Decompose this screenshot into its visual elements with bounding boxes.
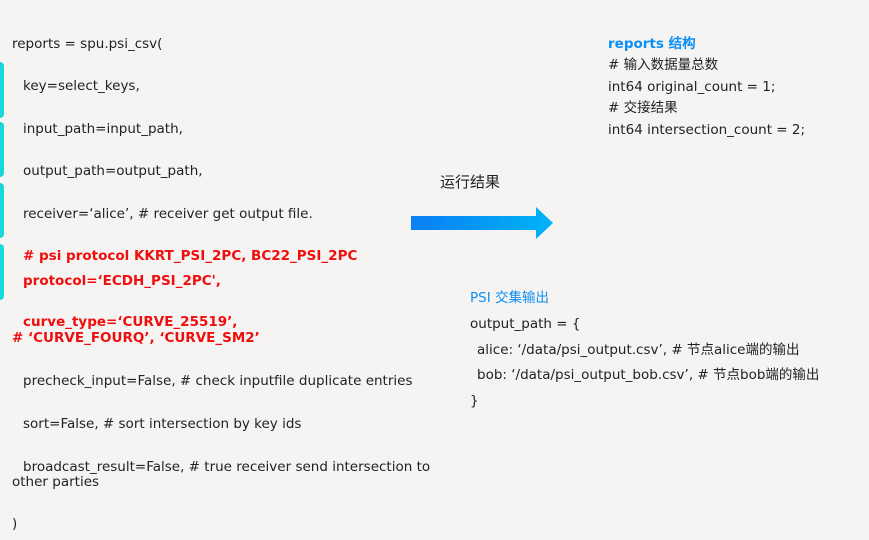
code-line: ) — [12, 516, 18, 532]
reports-line: # 输入数据量总数 — [608, 57, 719, 73]
psi-output-title: PSI 交集输出 — [470, 290, 549, 306]
psi-output-line: bob: ‘/data/psi_output_bob.csv’, # 节点bob… — [477, 367, 820, 383]
code-line: input_path=input_path, — [23, 121, 183, 137]
left-marker — [0, 244, 4, 300]
code-line: key=select_keys, — [23, 78, 140, 94]
reports-line: # 交接结果 — [608, 100, 678, 116]
left-marker — [0, 62, 4, 118]
reports-line: int64 original_count = 1; — [608, 79, 776, 95]
code-line: # psi protocol KKRT_PSI_2PC, BC22_PSI_2P… — [23, 248, 358, 264]
psi-output-line: output_path = { — [470, 316, 581, 332]
reports-title: reports 结构 — [608, 36, 696, 52]
arrow-right-icon — [411, 207, 553, 239]
code-line: # ‘CURVE_FOURQ’, ‘CURVE_SM2’ — [12, 330, 260, 346]
code-line: broadcast_result=False, # true receiver … — [23, 459, 431, 475]
code-line: curve_type=‘CURVE_25519’, — [23, 314, 238, 330]
reports-line: int64 intersection_count = 2; — [608, 122, 806, 138]
code-line: precheck_input=False, # check inputfile … — [23, 373, 413, 389]
code-line: other parties — [12, 474, 100, 490]
code-line: sort=False, # sort intersection by key i… — [23, 416, 302, 432]
arrow-label: 运行结果 — [440, 173, 501, 191]
psi-output-line: } — [470, 393, 479, 409]
psi-output-line: alice: ‘/data/psi_output.csv’, # 节点alice… — [477, 342, 800, 358]
left-marker — [0, 183, 4, 238]
left-marker — [0, 122, 4, 177]
code-line: reports = spu.psi_csv( — [12, 36, 163, 52]
code-line: output_path=output_path, — [23, 163, 203, 179]
code-line: protocol=‘ECDH_PSI_2PC', — [23, 273, 221, 289]
code-line: receiver=‘alice’, # receiver get output … — [23, 206, 313, 222]
